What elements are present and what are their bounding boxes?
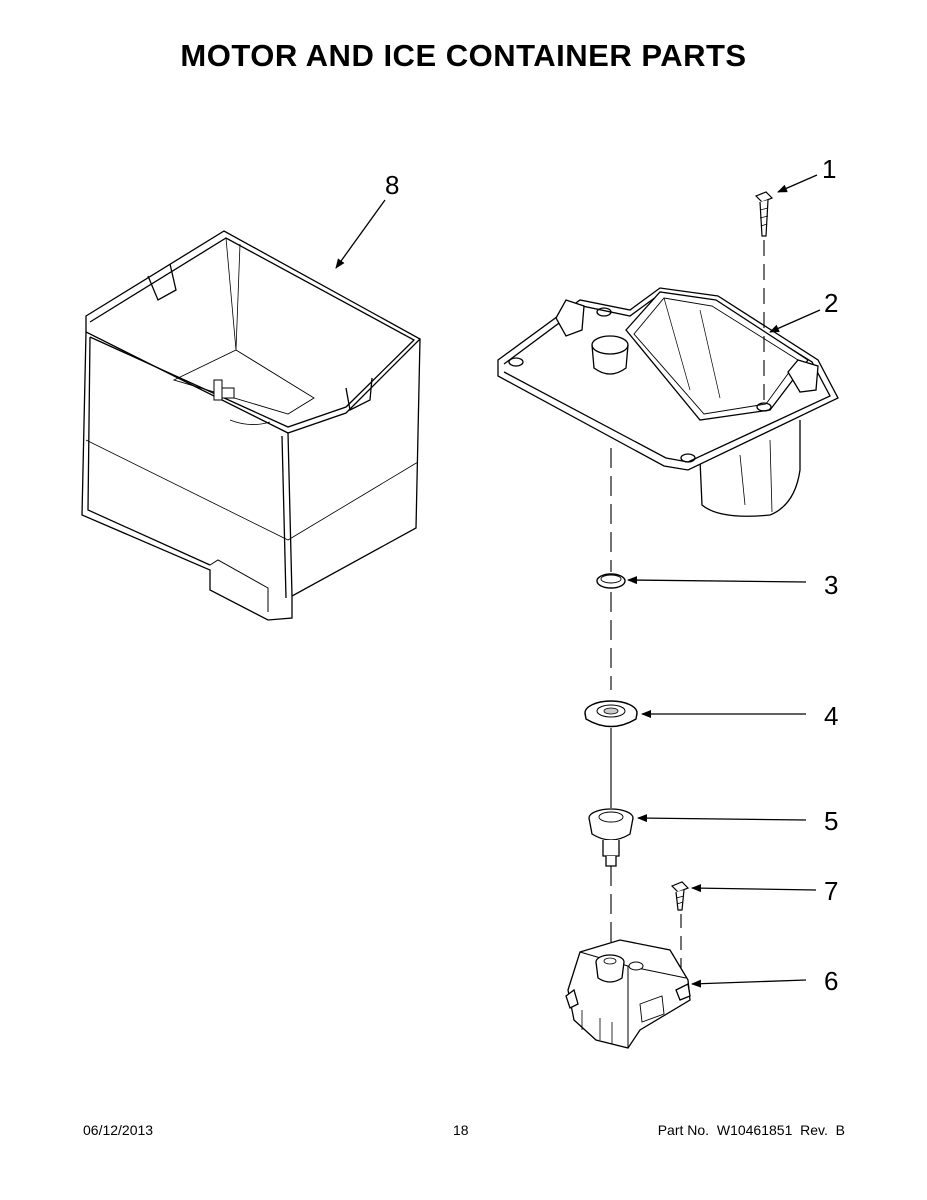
callout-label-7: 7 [824, 876, 839, 906]
part-3-o-ring [596, 573, 626, 589]
part-2-mounting-plate [497, 287, 839, 517]
footer-page-number: 18 [453, 1122, 469, 1138]
part-4-seal [584, 700, 638, 728]
part-1-screw [754, 191, 774, 237]
footer-part-number: Part No. W10461851 Rev. B [657, 1122, 845, 1138]
callout-leader-7 [691, 884, 817, 893]
callout-label-1: 1 [822, 154, 837, 184]
callout-label-4: 4 [824, 701, 839, 731]
part-8-ice-container [81, 230, 422, 621]
callout-label-8: 8 [385, 170, 400, 200]
callout-leader-3 [627, 576, 807, 585]
callout-leader-2 [769, 309, 821, 333]
callout-label-3: 3 [824, 570, 839, 600]
callout-label-5: 5 [824, 806, 839, 836]
part-5-coupler [588, 808, 634, 867]
callout-leader-8 [335, 199, 386, 269]
callout-label-2: 2 [824, 288, 839, 318]
footer-date: 06/12/2013 [83, 1122, 154, 1138]
callout-leader-5 [637, 814, 807, 823]
page-title: MOTOR AND ICE CONTAINER PARTS [180, 38, 747, 73]
callout-label-6: 6 [824, 966, 839, 996]
part-7-screw [670, 881, 690, 911]
callout-leader-1 [777, 174, 818, 193]
part-6-motor [565, 939, 691, 1049]
callout-leader-6 [691, 979, 807, 988]
